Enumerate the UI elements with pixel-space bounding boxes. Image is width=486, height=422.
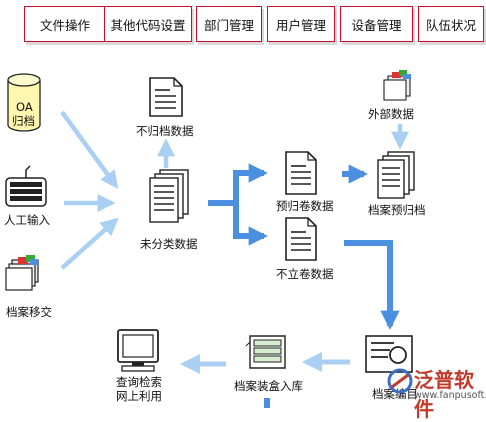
online-use-label: 网上利用: [116, 389, 162, 403]
arrow-oa-to-unclassified: [60, 110, 119, 189]
transfer-files-icon: [5, 255, 39, 291]
stacked-documents-icon: [149, 169, 189, 223]
database-icon: [7, 73, 41, 132]
fanpusoft-watermark: 泛普软件 www.fanpusoft.com: [386, 363, 486, 421]
tab-device-management[interactable]: 设备管理: [340, 6, 413, 42]
oa-label: OA: [16, 100, 33, 114]
tab-user-management[interactable]: 用户管理: [267, 6, 335, 42]
external-data-label: 外部数据: [368, 107, 414, 121]
flow-diagram: [5, 70, 415, 408]
tab-team-status[interactable]: 队伍状况: [418, 6, 484, 42]
arrow-transfer-to-unclassified: [60, 217, 119, 270]
arrow-branch: [208, 163, 268, 246]
computer-icon: [117, 329, 159, 372]
external-data-icon: [383, 70, 411, 101]
transfer-label: 档案移交: [6, 305, 52, 319]
tab-department-management[interactable]: 部门管理: [196, 6, 262, 42]
arrow-to-catalog: [344, 240, 400, 330]
pre-volume-document-icon: [285, 151, 317, 195]
pre-archive-documents-icon: [377, 151, 415, 199]
arrow-tail-bottom: [264, 398, 270, 408]
unclassified-label: 未分类数据: [140, 237, 198, 251]
boxing-label: 档案装盒入库: [234, 379, 303, 393]
not-archive-label: 不归档数据: [136, 124, 194, 138]
keyboard-icon: [5, 165, 47, 207]
manual-input-label: 人工输入: [4, 213, 50, 227]
document-icon: [149, 77, 183, 117]
query-label: 查询检索: [116, 375, 162, 389]
watermark-url: www.fanpusoft.com: [414, 390, 486, 401]
filing-box-icon: [245, 335, 286, 369]
logo-icon: [387, 368, 413, 394]
tab-file-operations[interactable]: 文件操作: [24, 6, 106, 42]
pre-archive-label: 档案预归档: [368, 203, 426, 217]
no-volume-document-icon: [285, 217, 317, 261]
catalog-document-icon: [365, 335, 413, 373]
no-volume-label: 不立卷数据: [276, 267, 334, 281]
pre-volume-label: 预归卷数据: [276, 199, 334, 213]
oa-archive-label: 归档: [12, 114, 35, 128]
tab-other-code-settings[interactable]: 其他代码设置: [104, 6, 192, 42]
